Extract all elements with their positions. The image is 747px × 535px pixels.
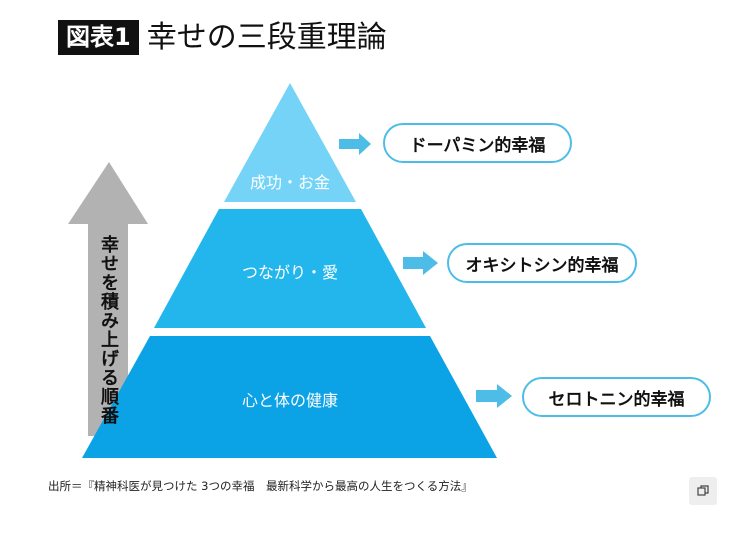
title-row: 図表1 幸せの三段重理論	[58, 20, 387, 55]
serotonin-happiness-pill: セロトニン的幸福	[522, 377, 711, 417]
source-caption: 出所＝『精神科医が見つけた 3つの幸福 最新科学から最高の人生をつくる方法』	[48, 479, 473, 493]
tier-label-success-money: 成功・お金	[249, 173, 331, 192]
oxytocin-happiness-pill: オキシトシン的幸福	[447, 243, 637, 283]
pyramid-tier-bottom	[82, 336, 497, 458]
page-title: 幸せの三段重理論	[146, 19, 387, 55]
order-arrow-label: 幸せを積み上げる順番	[98, 235, 119, 425]
figure-badge: 図表1	[58, 20, 139, 55]
copy-button[interactable]	[689, 477, 717, 505]
dopamine-happiness-pill: ドーパミン的幸福	[383, 123, 572, 163]
copy-icon	[697, 485, 709, 496]
order-up-arrow	[68, 162, 148, 436]
pyramid-tier-middle	[154, 209, 426, 328]
tier-arrow-bottom	[476, 384, 512, 408]
tier-arrow-middle	[403, 251, 438, 275]
tier-label-connection-love: つながり・愛	[241, 263, 339, 282]
pyramid-tier-top	[224, 83, 356, 202]
tier-arrow-top	[339, 133, 371, 155]
tier-label-mind-body-health: 心と体の健康	[241, 391, 339, 410]
